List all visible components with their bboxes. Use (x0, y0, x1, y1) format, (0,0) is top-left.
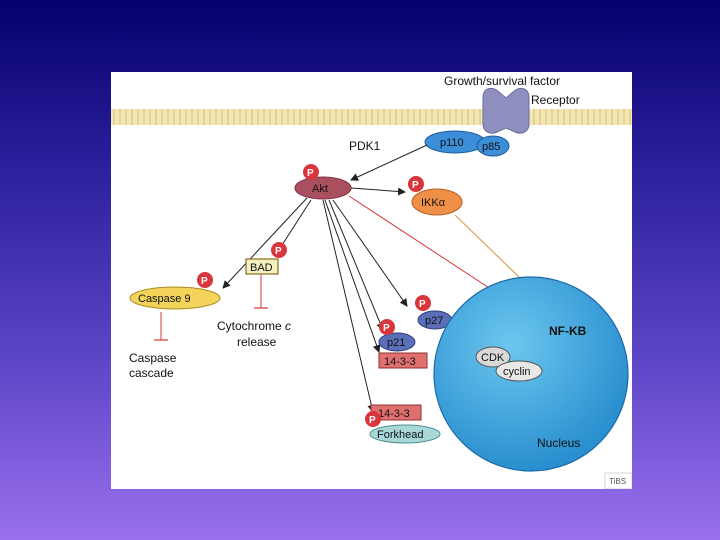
caspase9-protein (129, 286, 221, 310)
caspase9-phospho-badge (197, 272, 213, 288)
p85-label: p85 (482, 141, 500, 153)
akt-phospho-badge (303, 164, 319, 180)
akt-to-p27-arrow (332, 199, 408, 307)
cell-membrane (111, 109, 632, 125)
bad-label: BAD (250, 262, 273, 274)
akt-label: Akt (312, 183, 328, 195)
p27-label: p27 (425, 315, 443, 327)
bad-phospho-label: P (275, 246, 282, 257)
receptor-shape (482, 87, 530, 134)
growth-factor-label: Growth/survival factor (444, 74, 560, 88)
akt-to-forkhead-arrow (322, 199, 376, 413)
receptor-label: Receptor (531, 93, 580, 107)
cdk-protein (475, 346, 511, 368)
ikka-phospho-badge (408, 176, 424, 192)
cytochrome-line1: Cytochrome c (217, 319, 291, 333)
cdk-label: CDK (481, 352, 505, 364)
p21-protein (378, 332, 416, 352)
akt-phospho-label: P (307, 168, 314, 179)
p27-phospho-label: P (419, 299, 426, 310)
forkhead-protein (369, 424, 441, 444)
akt-to-ikka-arrow (350, 187, 406, 196)
credit-box (604, 472, 632, 489)
akt-to-caspase9-arrow (222, 197, 308, 289)
cyclin-protein (495, 360, 543, 382)
caspase-cascade-line2: cascade (129, 366, 174, 380)
forkhead-phospho-label: P (369, 415, 376, 426)
ikka-phospho-label: P (412, 180, 419, 191)
caspase9-phospho-label: P (201, 276, 208, 287)
protein-1433-a-label: 14-3-3 (384, 356, 416, 368)
pdk1-arrow (350, 144, 428, 181)
p21-phospho-badge (379, 319, 395, 335)
nucleus-label: Nucleus (537, 436, 580, 450)
cytochrome-line2: release (237, 335, 277, 349)
cyclin-label: cyclin (503, 366, 531, 378)
p21-phospho-label: P (383, 323, 390, 334)
akt-pathway-diagram: Growth/survival factor Receptor p110 p85… (111, 74, 632, 489)
ikka-protein (411, 188, 463, 216)
forkhead-label: Forkhead (377, 429, 423, 441)
p21-label: p21 (387, 337, 405, 349)
caspase9-label: Caspase 9 (138, 293, 191, 305)
nfkb-label: NF-KB (549, 324, 587, 338)
akt-to-1433-arrow (324, 199, 381, 353)
protein-1433-a (378, 352, 428, 369)
pathway-figure: Growth/survival factor Receptor p110 p85… (111, 72, 632, 489)
p27-phospho-badge (415, 295, 431, 311)
pdk1-label: PDK1 (349, 139, 381, 153)
ikka-label: IKKα (421, 197, 446, 209)
forkhead-phospho-badge (365, 411, 381, 427)
p110-label: p110 (440, 137, 464, 149)
protein-1433-b-label: 14-3-3 (378, 408, 410, 420)
bad-protein (245, 258, 279, 275)
bad-phospho-badge (271, 242, 287, 258)
credit-label: TiBS (609, 477, 626, 486)
akt-to-p21-arrow (328, 199, 385, 331)
p85-protein (476, 135, 510, 157)
caspase-cascade-line1: Caspase (129, 351, 177, 365)
